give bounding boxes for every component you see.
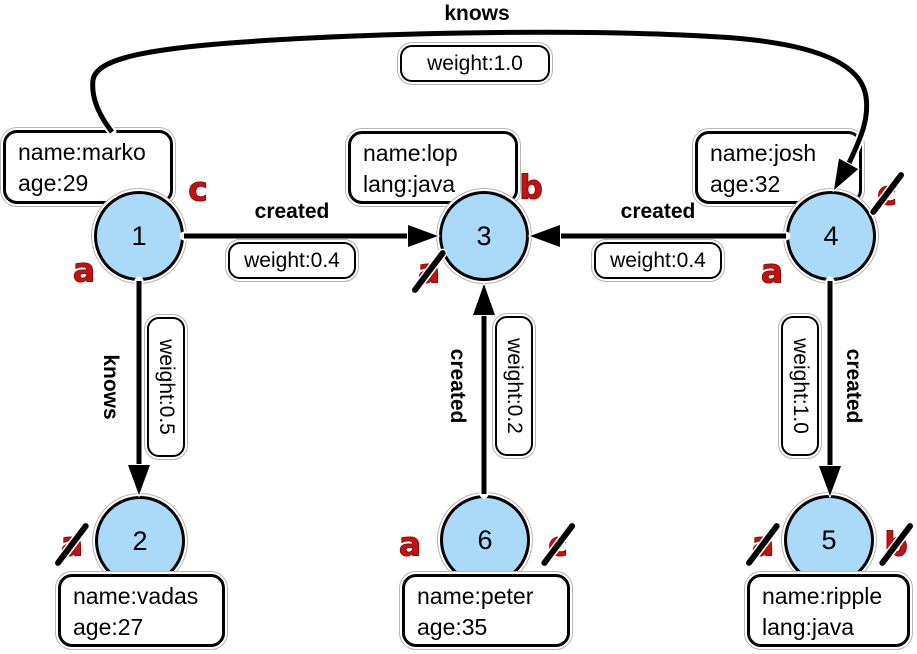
props-ripple: name:ripple lang:java bbox=[747, 574, 910, 647]
marker-a-vertex-5: a bbox=[751, 524, 775, 564]
vertex-4: 4 bbox=[786, 191, 876, 281]
arrowhead-created-4-5 bbox=[817, 465, 843, 499]
prop-line: name:lop bbox=[363, 140, 458, 166]
prop-line: name:josh bbox=[710, 140, 817, 166]
arrowhead-created-4-3 bbox=[527, 223, 561, 249]
arrowhead-knows-1-2 bbox=[126, 464, 152, 498]
arrowhead-created-6-3 bbox=[471, 281, 497, 316]
marker-b-vertex-3: b bbox=[519, 167, 544, 207]
vertex-2: 2 bbox=[95, 496, 185, 586]
vertex-5: 5 bbox=[784, 495, 874, 585]
marker-c-vertex-1: c bbox=[188, 169, 209, 209]
label-created-4-5: created bbox=[842, 348, 865, 424]
prop-line: name:marko bbox=[18, 139, 146, 165]
prop-line: lang:java bbox=[762, 614, 855, 640]
vertex-4-id: 4 bbox=[823, 220, 839, 251]
props-peter: name:peter age:35 bbox=[402, 574, 570, 647]
vertex-3: 3 bbox=[439, 191, 529, 281]
prop-line: name:vadas bbox=[73, 583, 199, 609]
label-created-1-3: created bbox=[254, 200, 330, 223]
marker-a-vertex-2: a bbox=[60, 524, 84, 564]
marker-a-vertex-4: a bbox=[760, 251, 784, 291]
vertex-6-id: 6 bbox=[477, 524, 493, 555]
prop-line: age:29 bbox=[18, 170, 89, 196]
marker-a-vertex-6: a bbox=[398, 524, 422, 564]
vertex-6: 6 bbox=[440, 495, 530, 585]
vertex-1-id: 1 bbox=[131, 220, 147, 251]
marker-a-vertex-3: a bbox=[417, 251, 441, 291]
weight-knows-1-2: weight:0.5 bbox=[147, 317, 185, 457]
marker-c-vertex-6: c bbox=[548, 524, 569, 564]
weight-created-4-5: weight:1.0 bbox=[781, 316, 819, 456]
marker-a-vertex-1: a bbox=[72, 250, 96, 290]
label-created-6-3: created bbox=[446, 348, 469, 424]
vertex-2-id: 2 bbox=[132, 525, 148, 556]
vertex-3-id: 3 bbox=[476, 220, 492, 251]
weight-knows-1-4: weight:1.0 bbox=[400, 45, 550, 82]
prop-line: name:peter bbox=[417, 583, 534, 609]
prop-line: age:35 bbox=[417, 614, 488, 640]
marker-c-vertex-4: c bbox=[877, 173, 898, 213]
weight-created-6-3: weight:0.2 bbox=[495, 316, 533, 456]
props-vadas: name:vadas age:27 bbox=[58, 574, 225, 647]
weight-created-4-3: weight:0.4 bbox=[594, 242, 722, 279]
vertex-1: 1 bbox=[94, 191, 184, 281]
weight-created-1-3: weight:0.4 bbox=[228, 242, 356, 279]
vertex-5-id: 5 bbox=[821, 524, 837, 555]
prop-line: name:ripple bbox=[762, 583, 883, 609]
arrowhead-created-1-3 bbox=[407, 223, 441, 249]
label-knows-1-4: knows bbox=[444, 2, 510, 25]
label-knows-1-2: knows bbox=[99, 354, 122, 420]
prop-line: age:27 bbox=[73, 614, 144, 640]
prop-line: age:32 bbox=[710, 171, 781, 197]
label-created-4-3: created bbox=[620, 200, 696, 223]
prop-line: lang:java bbox=[363, 171, 456, 197]
marker-b-vertex-5: b bbox=[884, 524, 909, 564]
